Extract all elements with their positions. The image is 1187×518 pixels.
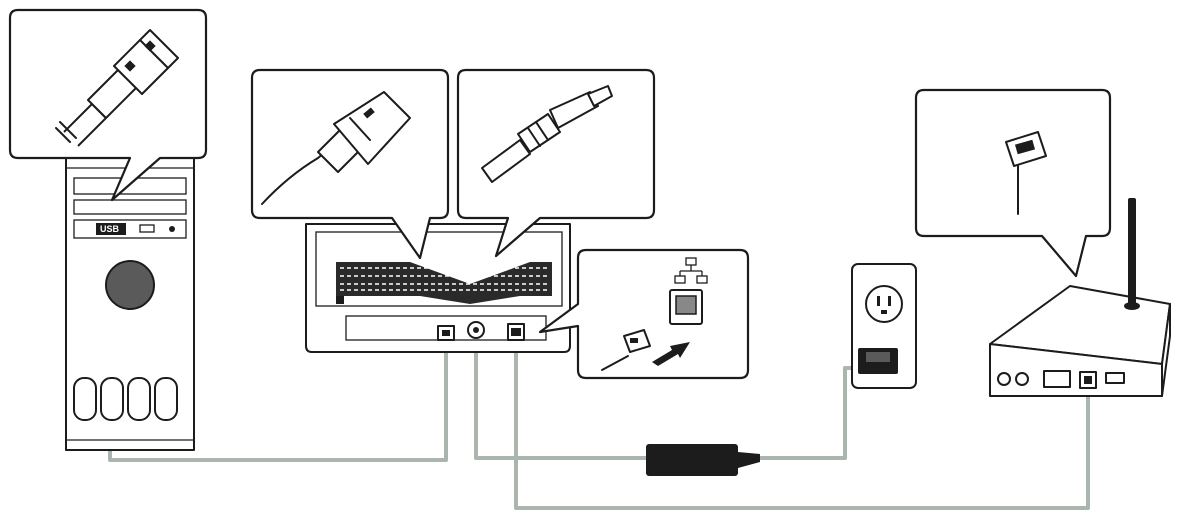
usb-b-plug-callout	[250, 68, 450, 260]
scanner-back-icon	[305, 223, 571, 353]
ethernet-jack-icon	[669, 289, 703, 325]
usb-port-label: USB	[100, 224, 120, 234]
usb-a-plug-callout	[8, 8, 208, 202]
paper-feed-slot	[336, 262, 552, 304]
antenna	[1128, 198, 1136, 306]
speaker-grille	[105, 260, 155, 310]
usb-b-plug-icon	[261, 91, 411, 205]
ethernet-cable	[514, 340, 1090, 510]
insert-arrow-icon	[652, 342, 690, 366]
computer-tower-icon: USB	[65, 149, 195, 451]
lan-network-icon	[674, 257, 708, 284]
power-adapter	[646, 444, 760, 476]
router-icon	[989, 198, 1171, 397]
rj45-plug-callout	[914, 88, 1112, 278]
power-cable-to-adapter	[474, 340, 648, 460]
dc-power-port	[467, 321, 485, 339]
scanner-rear-panel	[305, 223, 571, 353]
wall-outlet	[851, 263, 917, 389]
ethernet-port	[507, 323, 525, 341]
power-brick-icon	[646, 444, 760, 476]
usb-b-port	[437, 325, 455, 341]
ethernet-port-callout	[538, 248, 750, 380]
network-router	[989, 198, 1171, 397]
dc-power-plug-callout	[456, 68, 656, 258]
rj45-plug-icon	[1005, 131, 1047, 215]
dc-barrel-plug-icon	[481, 85, 613, 183]
usb-a-plug-icon	[55, 29, 179, 147]
wall-outlet-icon	[851, 263, 917, 389]
power-cable-to-outlet	[760, 366, 857, 460]
front-vents	[73, 377, 178, 421]
rj45-plug-small-icon	[601, 329, 651, 371]
desktop-computer: USB	[65, 149, 195, 451]
